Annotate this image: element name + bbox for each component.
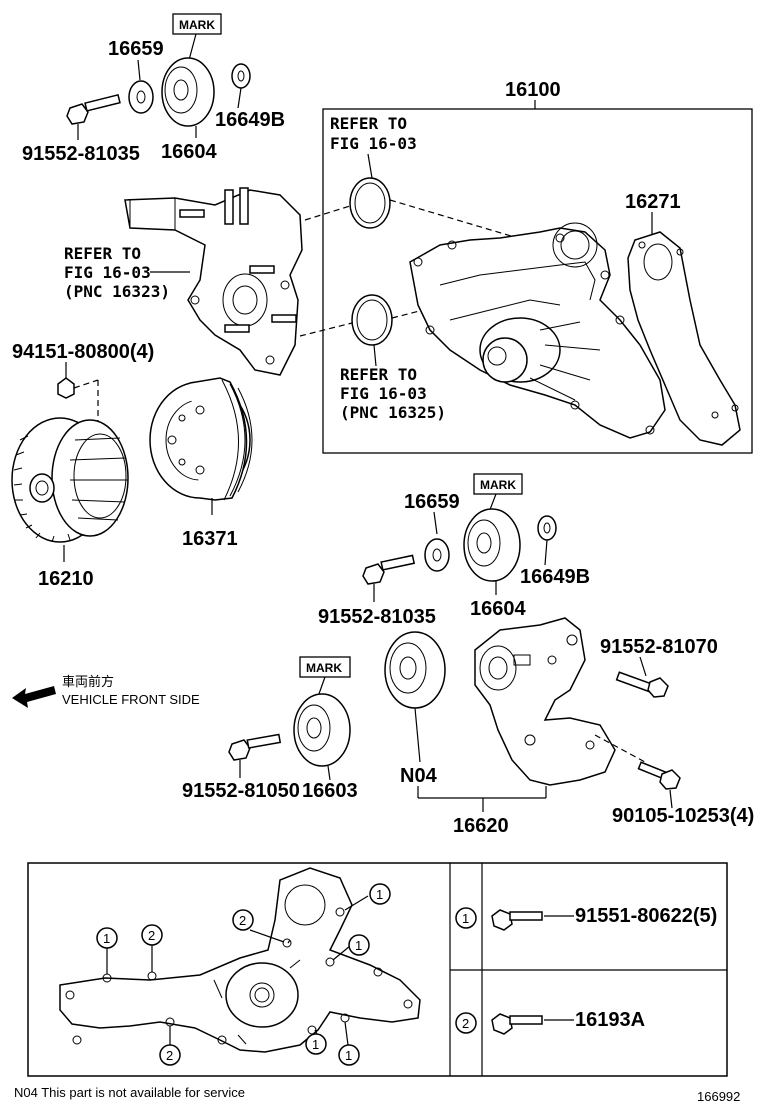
nut-94151-80800[interactable]: [57, 377, 75, 399]
tensioner-bracket[interactable]: [474, 617, 616, 786]
figure-id: 166992: [697, 1089, 740, 1104]
bolt-91552-81035-mid[interactable]: [362, 554, 416, 585]
idler-assembly-mid: 16659 MARK 16649B 16604 91552-81035: [318, 473, 590, 628]
gasket-marker: 1: [312, 1037, 319, 1052]
water-pump-16100[interactable]: [409, 222, 666, 439]
mark-label-low: MARK: [306, 661, 342, 675]
fig-ref-3[interactable]: FIG 16-03: [340, 384, 427, 403]
gasket-marker: 2: [148, 928, 155, 943]
gasket-marker: 1: [376, 887, 383, 902]
part-16659-mid[interactable]: 16659: [404, 491, 460, 513]
part-90105-10253[interactable]: 90105-10253(4): [612, 805, 754, 827]
part-91552-81050[interactable]: 91552-81050: [182, 780, 300, 802]
o-ring-bottom[interactable]: [351, 294, 393, 346]
pnc-ref-2: (PNC 16323): [64, 282, 170, 301]
gasket-marker: 2: [239, 913, 246, 928]
vehicle-front-japanese: 車両前方: [62, 674, 114, 689]
gasket-marker: 1: [355, 938, 362, 953]
idler-pulley-16604-mid[interactable]: [463, 508, 521, 582]
bolt-91552-81035-top[interactable]: [66, 93, 121, 125]
legend-part-1[interactable]: 91551-80622(5): [575, 905, 717, 927]
vehicle-front-side-label: VEHICLE FRONT SIDE: [62, 692, 200, 707]
washer-16659-mid[interactable]: [424, 538, 450, 572]
gasket-marker: 1: [103, 931, 110, 946]
fan-clutch-16210[interactable]: [11, 417, 129, 543]
part-16620[interactable]: 16620: [453, 815, 509, 837]
pnc-ref-3: (PNC 16325): [340, 403, 446, 422]
mark-label-top: MARK: [179, 18, 215, 32]
part-16210[interactable]: 16210: [38, 568, 94, 590]
water-pump-box: [322, 108, 753, 454]
part-16649b-mid[interactable]: 16649B: [520, 566, 590, 588]
part-16603[interactable]: 16603: [302, 780, 358, 802]
gasket-marker: 2: [166, 1048, 173, 1063]
refer-to-2: REFER TO: [64, 244, 141, 263]
part-16100[interactable]: 16100: [505, 79, 561, 101]
legend-marker-1: 1: [462, 911, 469, 926]
part-16604-mid[interactable]: 16604: [470, 598, 526, 620]
mark-label-mid: MARK: [480, 478, 516, 492]
part-91552-81070[interactable]: 91552-81070: [600, 636, 718, 658]
part-94151-80800[interactable]: 94151-80800(4): [12, 341, 154, 363]
part-91552-81035-top[interactable]: 91552-81035: [22, 143, 140, 165]
water-inlet-housing: [124, 187, 303, 376]
part-n04[interactable]: N04: [400, 765, 438, 787]
part-16371[interactable]: 16371: [182, 528, 238, 550]
part-91552-81035-mid[interactable]: 91552-81035: [318, 606, 436, 628]
gasket-detail-diagram: [59, 867, 421, 1053]
fig-ref-1[interactable]: FIG 16-03: [330, 134, 417, 153]
legend-row-2: 2 16193A: [455, 1009, 645, 1035]
bolt-91552-81050[interactable]: [228, 733, 282, 761]
refer-to-1: REFER TO: [330, 114, 407, 133]
legend-marker-2: 2: [462, 1016, 469, 1031]
footer-note: N04 This part is not available for servi…: [14, 1085, 245, 1100]
washer-16659-top[interactable]: [128, 80, 154, 114]
bolt-91552-81070[interactable]: [615, 671, 669, 698]
fig-ref-2[interactable]: FIG 16-03: [64, 263, 151, 282]
washer-16649b-mid[interactable]: [537, 515, 557, 541]
part-16271[interactable]: 16271: [625, 191, 681, 213]
o-ring-top[interactable]: [349, 177, 391, 229]
legend-row-1: 1 91551-80622(5): [455, 905, 717, 931]
bolt-90105-10253[interactable]: [637, 761, 681, 790]
tensioner-pulley-n04[interactable]: [384, 631, 446, 709]
gasket-callout-markers: 1 2 1 2 1 1 2 1: [96, 883, 391, 1066]
part-16604-top[interactable]: 16604: [161, 141, 217, 163]
washer-16649b-top[interactable]: [231, 63, 251, 89]
idler-assembly-top: 16659 MARK 16649B 16604 91552-81035: [22, 13, 285, 165]
vehicle-front-arrow-icon: [12, 686, 56, 708]
idler-pulley-16603[interactable]: [293, 693, 351, 767]
part-16659-top[interactable]: 16659: [108, 38, 164, 60]
fan-pulley-16371[interactable]: [149, 377, 253, 501]
gasket-marker: 1: [345, 1048, 352, 1063]
part-16649b-top[interactable]: 16649B: [215, 109, 285, 131]
refer-to-3: REFER TO: [340, 365, 417, 384]
legend-part-2[interactable]: 16193A: [575, 1009, 645, 1031]
gasket-16271[interactable]: [627, 231, 741, 446]
